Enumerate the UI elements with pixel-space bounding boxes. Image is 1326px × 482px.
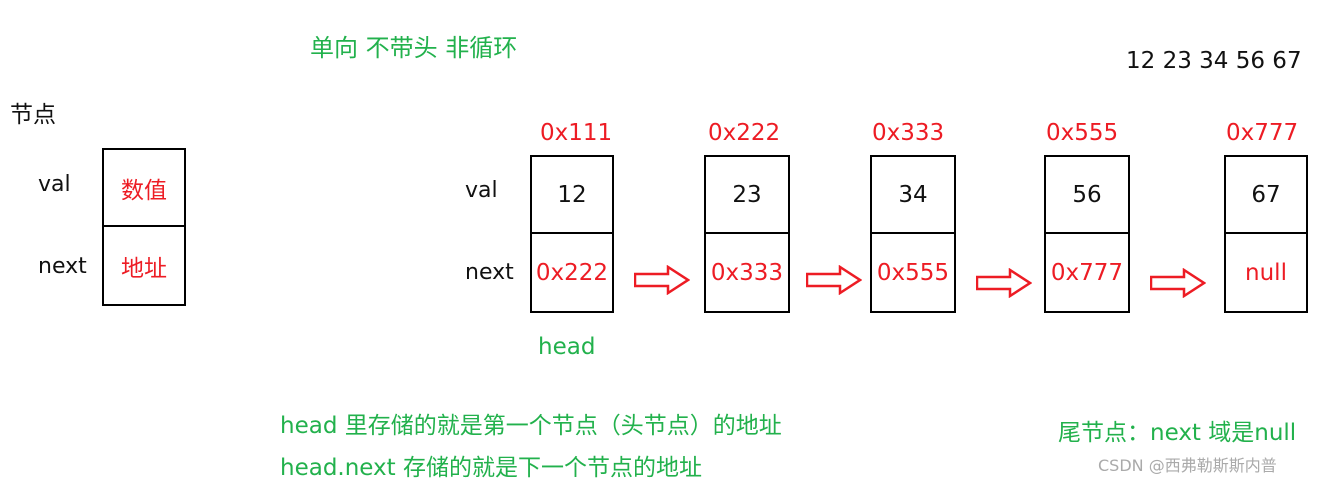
note-head-next: head.next 存储的就是下一个节点的地址 <box>280 455 702 481</box>
list-node: 56 0x777 <box>1044 155 1130 313</box>
node-next: 0x222 <box>535 259 609 286</box>
tail-note: 尾节点：next 域是null <box>1058 420 1297 446</box>
node-next: 0x555 <box>876 259 950 286</box>
list-node: 23 0x333 <box>704 155 790 313</box>
node-address: 0x333 <box>872 120 945 146</box>
legend-node: 数值 地址 <box>102 148 186 306</box>
legend-val-cell: 数值 <box>104 150 184 227</box>
legend-next-cell: 地址 <box>121 255 167 282</box>
node-val: 67 <box>1226 157 1306 234</box>
list-node: 34 0x555 <box>870 155 956 313</box>
node-next: 0x777 <box>1050 259 1124 286</box>
value-sequence: 12 23 34 56 67 <box>1126 48 1302 74</box>
node-address: 0x111 <box>540 120 613 146</box>
node-val: 23 <box>706 157 788 234</box>
arrow-right-icon <box>806 265 862 295</box>
head-label: head <box>538 334 596 360</box>
node-val: 34 <box>872 157 954 234</box>
list-node: 12 0x222 <box>530 155 614 313</box>
arrow-right-icon <box>1150 268 1206 298</box>
node-address: 0x777 <box>1226 120 1299 146</box>
node-val: 12 <box>532 157 612 234</box>
node-next: 0x333 <box>710 259 784 286</box>
legend-next-label: next <box>38 254 87 279</box>
note-head: head 里存储的就是第一个节点（头节点）的地址 <box>280 413 782 439</box>
row-label-next: next <box>465 260 514 285</box>
node-val: 56 <box>1046 157 1128 234</box>
row-label-val: val <box>465 178 498 203</box>
diagram-title: 单向 不带头 非循环 <box>310 34 518 62</box>
node-address: 0x222 <box>708 120 781 146</box>
node-next: null <box>1245 259 1287 286</box>
node-address: 0x555 <box>1046 120 1119 146</box>
list-node: 67 null <box>1224 155 1308 313</box>
legend-heading: 节点 <box>10 102 56 128</box>
arrow-right-icon <box>634 265 690 295</box>
arrow-right-icon <box>976 268 1032 298</box>
watermark: CSDN @西弗勒斯斯内普 <box>1098 456 1277 475</box>
legend-val-label: val <box>38 172 71 197</box>
